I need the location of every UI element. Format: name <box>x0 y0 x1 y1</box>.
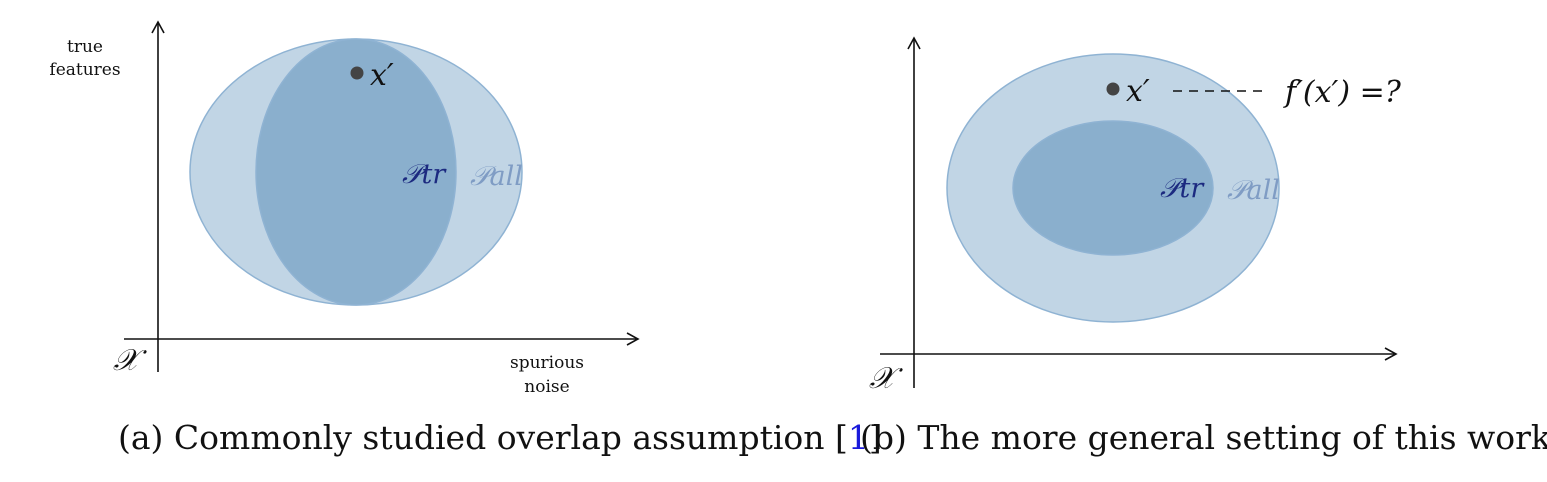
point-label-b: x′ <box>1126 74 1150 109</box>
point-b <box>1106 82 1120 96</box>
space-label-b: 𝒳 <box>869 361 903 396</box>
p-all-label-a: 𝒫all <box>470 161 523 192</box>
p-tr-label-a: 𝒫tr <box>402 159 447 190</box>
point-label-a: x′ <box>370 58 394 93</box>
y-axis-label-a-line1: true <box>67 37 103 57</box>
panel-a: true features spurious noise 𝒳 x′ 𝒫tr 𝒫a… <box>49 20 640 397</box>
p-tr-region-a <box>255 38 457 306</box>
caption-a-text: (a) Commonly studied overlap assumption … <box>118 418 848 457</box>
caption-b-text: (b) The more general setting of this wor… <box>860 418 1547 457</box>
point-a <box>350 66 364 80</box>
x-axis-label-a-line1: spurious <box>510 353 584 373</box>
query-label-b: f′(x′) =? <box>1283 75 1402 110</box>
p-tr-label-b: 𝒫tr <box>1160 173 1205 204</box>
p-tr-region-b <box>1012 120 1214 256</box>
space-label-a: 𝒳 <box>113 343 147 378</box>
panel-b: 𝒳 x′ f′(x′) =? 𝒫tr 𝒫all <box>869 36 1402 396</box>
caption-b: (b) The more general setting of this wor… <box>860 418 1547 457</box>
y-axis-label-a-line2: features <box>49 60 120 80</box>
x-axis-label-a-line2: noise <box>524 377 569 397</box>
caption-a: (a) Commonly studied overlap assumption … <box>118 418 882 457</box>
citation-link[interactable]: 1 <box>847 418 869 457</box>
p-all-label-b: 𝒫all <box>1227 175 1280 206</box>
caption-a-close: ] <box>868 418 882 457</box>
